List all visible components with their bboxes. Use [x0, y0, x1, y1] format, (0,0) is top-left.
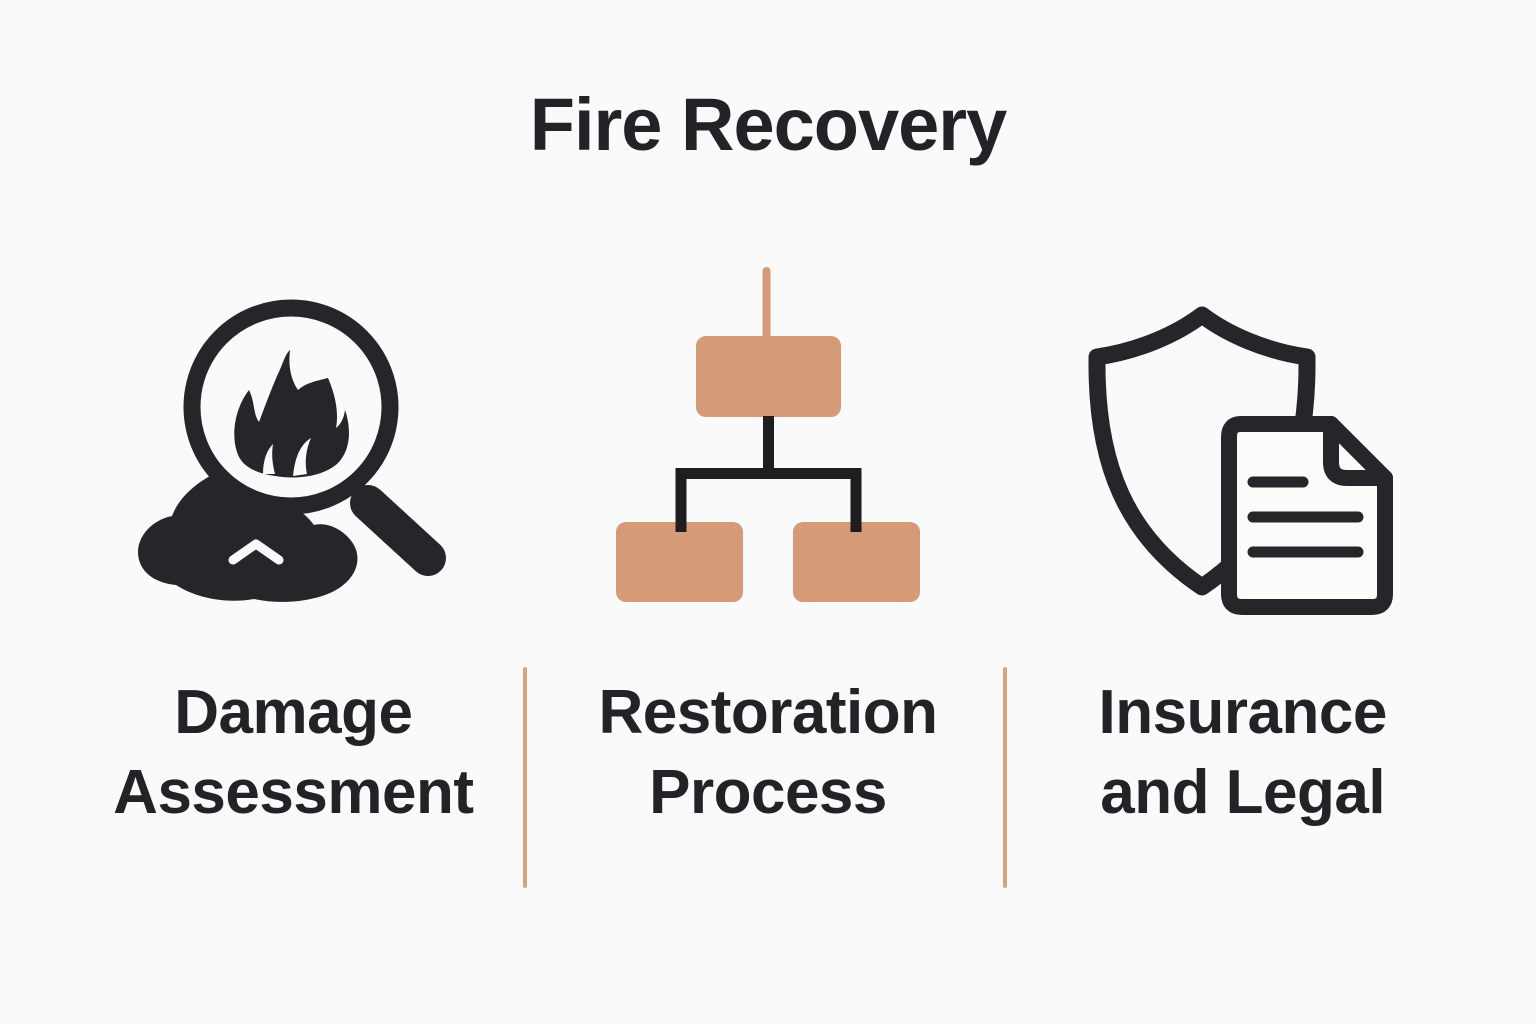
icon-area: [128, 235, 458, 615]
sections-row: Damage Assessment Restoration Proces: [0, 235, 1536, 833]
section-label: Insurance and Legal: [1098, 678, 1387, 827]
org-chart-child-node: [616, 521, 743, 602]
fire-recovery-infographic: Fire Recovery D: [0, 83, 1536, 888]
icon-area: [1075, 235, 1410, 615]
section-restoration-process: Restoration Process: [531, 235, 1006, 833]
icon-area: [608, 235, 928, 615]
magnifier-handle: [350, 485, 447, 576]
section-insurance-legal: Insurance and Legal: [1005, 235, 1480, 833]
page-title: Fire Recovery: [529, 83, 1008, 166]
org-chart-connector: [675, 467, 862, 532]
section-label: Damage Assessment: [113, 678, 474, 827]
org-chart-icon: [616, 266, 920, 602]
flame-notch: [263, 444, 276, 474]
divider: [523, 667, 527, 888]
org-chart-parent-node: [696, 335, 841, 417]
flame-notch: [293, 438, 312, 476]
shield-shape: [1088, 306, 1316, 595]
divider: [1003, 667, 1007, 888]
document-fold-corner: [1323, 415, 1394, 486]
shield-document-icon: [1088, 306, 1394, 615]
ash-pile-shape: [138, 476, 358, 602]
magnifier-fire-ash-icon: [138, 299, 447, 602]
section-label: Restoration Process: [598, 678, 938, 827]
flame-shape: [234, 350, 350, 478]
org-chart-child-node: [793, 521, 920, 602]
ash-chevron-highlight: [228, 539, 284, 565]
section-damage-assessment: Damage Assessment: [56, 235, 531, 833]
